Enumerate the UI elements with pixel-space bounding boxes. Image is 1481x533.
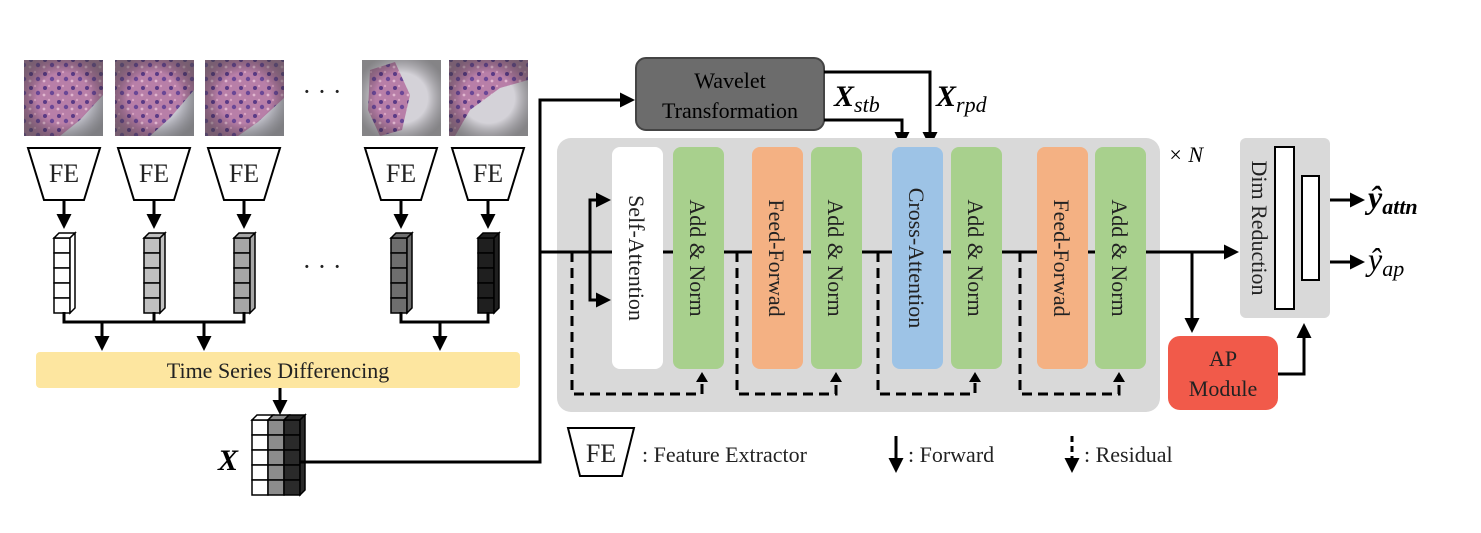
self-attention-label: Self-Attention — [624, 195, 649, 321]
x-matrix-cell — [283, 464, 301, 481]
feature-vectors — [52, 231, 501, 315]
x-matrix-cell — [283, 479, 301, 496]
x-rpd-base: X — [935, 80, 957, 113]
add-norm-label: Add & Norm — [1107, 199, 1132, 316]
legend-fe-label: FE — [586, 439, 616, 468]
residual-connections — [570, 252, 1121, 396]
differencing-connectors — [62, 312, 490, 324]
wavelet-transformation-block — [635, 57, 825, 131]
x-matrix-cell — [251, 419, 269, 436]
wavelet-line1: Wavelet — [694, 68, 766, 93]
x-rpd-arrow — [824, 70, 938, 147]
fe-block-4: FE — [363, 147, 439, 201]
fe-label: FE — [49, 159, 79, 188]
x-stb-sub: stb — [854, 92, 880, 117]
add-norm-block-4: Add & Norm — [1095, 147, 1146, 369]
add-norm-block-3: Add & Norm — [951, 147, 1002, 369]
add-norm-label: Add & Norm — [685, 199, 710, 316]
x-matrix-cell — [251, 434, 269, 451]
x-matrix-cell — [251, 464, 269, 481]
x-stb-arrow — [824, 118, 910, 147]
x-stb-base: X — [833, 80, 855, 113]
add-norm-block-1: Add & Norm — [673, 147, 724, 369]
feature-vector-4 — [389, 231, 414, 315]
ap-module-line2: Module — [1189, 376, 1257, 401]
repeat-label: × N — [1168, 142, 1204, 167]
cross-attention-block: Cross-Attention — [892, 147, 943, 369]
fe-label: FE — [139, 159, 169, 188]
feed-forward-label: Feed-Forwad — [1049, 199, 1074, 316]
legend-residual: : Residual — [1084, 442, 1173, 467]
x-matrix-cell — [283, 449, 301, 466]
wavelet-line2: Transformation — [662, 98, 798, 123]
tissue-image-1 — [24, 60, 103, 136]
legend-forward: : Forward — [908, 442, 994, 467]
dim-reduction-layer-2 — [1301, 175, 1320, 281]
x-matrix-cell — [267, 434, 285, 451]
feed-forward-block-1: Feed-Forwad — [752, 147, 803, 369]
x-matrix-cell — [283, 434, 301, 451]
fe-block-3: FE — [206, 147, 282, 201]
fe-block-1: FE — [26, 147, 102, 201]
x-matrix-cell — [267, 449, 285, 466]
tissue-image-2 — [115, 60, 194, 136]
fe-block-2: FE — [116, 147, 192, 201]
x-rpd-label: Xrpd — [935, 80, 988, 117]
x-matrix-cell — [267, 464, 285, 481]
self-attention-block: Self-Attention — [612, 147, 663, 369]
ap-module-block — [1168, 336, 1278, 410]
tissue-image-4 — [362, 60, 441, 136]
x-matrix-cell — [251, 479, 269, 496]
x-rpd-sub: rpd — [956, 92, 988, 117]
images-ellipsis: · · · — [303, 77, 342, 106]
tissue-image-5 — [449, 60, 528, 136]
x-to-wavelet-arrow — [300, 92, 635, 464]
fe-block-5: FE — [450, 147, 526, 201]
y-ap-sub: ap — [1382, 256, 1404, 281]
x-matrix-cell — [267, 479, 285, 496]
y-attn-label: ŷattn — [1364, 179, 1418, 219]
add-norm-label: Add & Norm — [823, 199, 848, 316]
x-matrix-cell — [267, 419, 285, 436]
y-ap-base: ŷ — [1365, 241, 1383, 277]
fe-label: FE — [229, 159, 259, 188]
y-ap-label: ŷap — [1365, 241, 1404, 281]
dim-reduction-layer-1 — [1274, 146, 1295, 310]
tissue-image-3 — [205, 60, 284, 136]
feature-vector-5 — [476, 231, 501, 315]
cross-attention-label: Cross-Attention — [904, 188, 929, 329]
add-norm-block-2: Add & Norm — [811, 147, 862, 369]
y-attn-sub: attn — [1382, 194, 1417, 219]
ap-module-line1: AP — [1209, 346, 1237, 371]
y-attn-base: ŷ — [1364, 179, 1383, 215]
feature-vector-2 — [142, 231, 167, 315]
legend-feature-extractor: : Feature Extractor — [642, 442, 808, 467]
x-matrix — [250, 413, 307, 497]
fe-to-vector-arrows — [56, 200, 496, 229]
feed-forward-block-2: Feed-Forwad — [1037, 147, 1088, 369]
feature-vector-1 — [52, 231, 77, 315]
x-matrix-cell — [251, 449, 269, 466]
time-series-differencing-block — [36, 352, 520, 388]
dim-reduction-label: Dim Reduction — [1247, 160, 1272, 295]
feature-vector-3 — [232, 231, 257, 315]
legend-fe-icon — [566, 427, 636, 477]
fe-label: FE — [386, 159, 416, 188]
x-symbol: X — [217, 444, 239, 477]
ap-to-dim-arrow — [1278, 323, 1312, 376]
legend: FE : Feature Extractor : Forward : Resid… — [566, 427, 1173, 477]
fe-label: FE — [473, 159, 503, 188]
x-stb-label: Xstb — [833, 80, 880, 117]
time-series-differencing-label: Time Series Differencing — [167, 358, 389, 383]
vectors-ellipsis: · · · — [303, 252, 342, 281]
add-norm-label: Add & Norm — [963, 199, 988, 316]
x-matrix-cell — [283, 419, 301, 436]
feed-forward-label: Feed-Forwad — [764, 199, 789, 316]
